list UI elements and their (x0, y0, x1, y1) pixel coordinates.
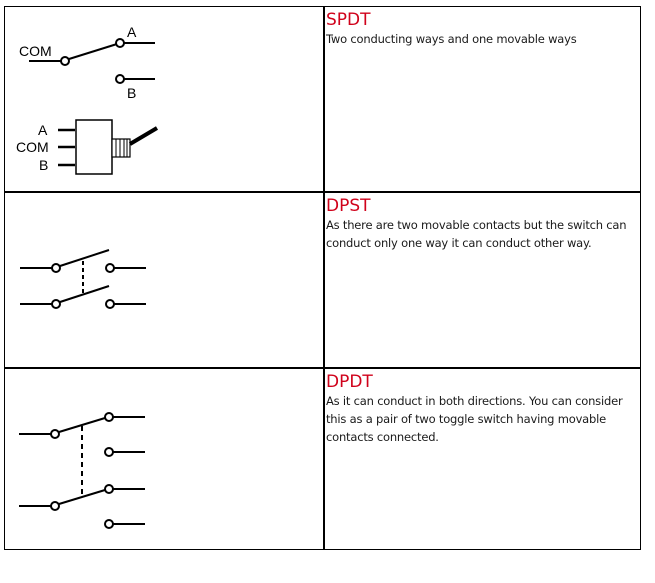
spdt-title: SPDT (326, 10, 371, 30)
column-divider (323, 7, 325, 549)
a-label: A (127, 24, 137, 40)
dpst-description: As there are two movable contacts but th… (326, 218, 627, 250)
dpdt-schematic-icon (19, 412, 145, 529)
row-divider (5, 191, 640, 193)
spdt-schematic-icon: COM A B (19, 24, 155, 101)
dpdt-title: DPDT (326, 372, 373, 392)
spdt-cell: SPDT Two conducting ways and one movable… (326, 10, 636, 48)
dpdt-cell: DPDT As it can conduct in both direction… (326, 372, 636, 446)
toggle-com-label: COM (16, 139, 49, 155)
b-label: B (127, 85, 136, 101)
toggle-switch-icon: A COM B (16, 119, 159, 175)
dpdt-description: As it can conduct in both directions. Yo… (326, 394, 623, 444)
toggle-b-label: B (39, 157, 48, 173)
dpst-schematic-icon (20, 249, 146, 309)
com-label: COM (19, 43, 52, 59)
switch-types-table (4, 6, 641, 550)
spdt-description: Two conducting ways and one movable ways (326, 32, 577, 46)
toggle-a-label: A (38, 122, 48, 138)
dpst-title: DPST (326, 196, 371, 216)
row-divider (5, 367, 640, 369)
dpst-cell: DPST As there are two movable contacts b… (326, 196, 636, 252)
